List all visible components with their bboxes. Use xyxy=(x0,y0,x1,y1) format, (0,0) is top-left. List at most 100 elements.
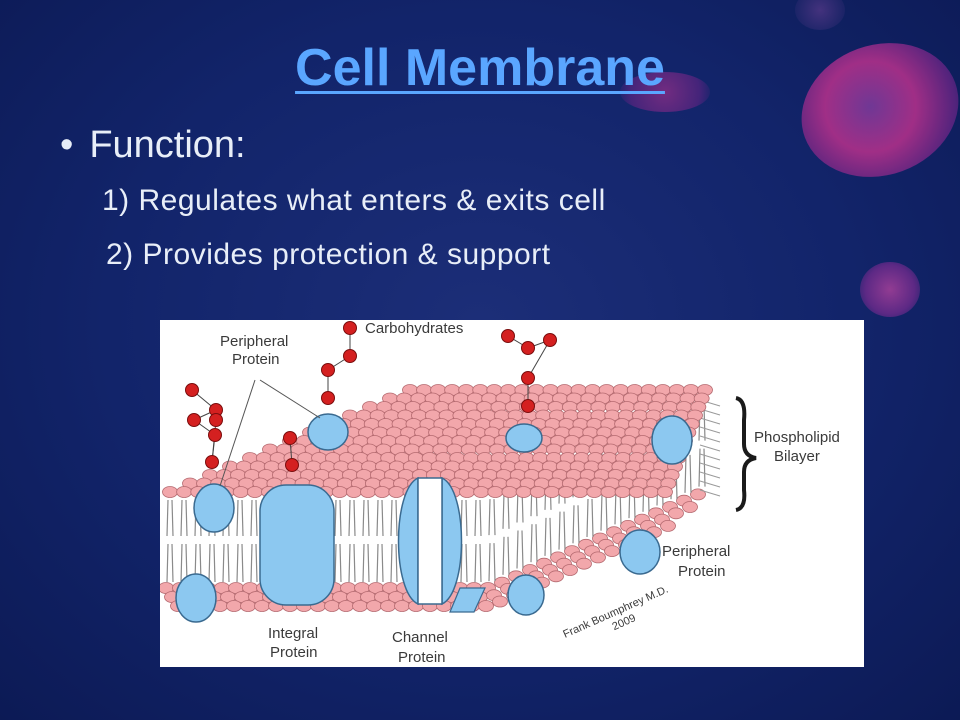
label-integral-protein-line2: Protein xyxy=(270,644,318,661)
phospholipid-tail xyxy=(334,543,337,583)
peripheral-proteins xyxy=(175,413,693,623)
carbohydrate-bead xyxy=(321,391,335,405)
label-channel-protein-line1: Channel xyxy=(392,629,448,646)
phospholipid-tail xyxy=(699,462,721,470)
bullet-text: Function: xyxy=(89,124,246,166)
cell-membrane-diagram: Carbohydrates Peripheral Protein Phospho… xyxy=(160,320,864,667)
phospholipid-head xyxy=(660,519,676,532)
carbohydrate-bead xyxy=(185,383,199,397)
phospholipid-tail xyxy=(684,454,687,493)
phospholipid-tail xyxy=(563,511,566,550)
phospholipid-head xyxy=(331,486,348,498)
phospholipid-head xyxy=(380,600,396,612)
phospholipid-head xyxy=(492,595,508,608)
phospholipid-tail xyxy=(236,543,239,583)
phospholipid-head xyxy=(232,486,249,498)
phospholipid-tail xyxy=(493,499,496,536)
phospholipid-head xyxy=(366,600,382,612)
carbohydrate-bond xyxy=(527,339,551,379)
phospholipid-head xyxy=(657,486,673,498)
decorative-blob xyxy=(620,72,710,112)
carbohydrate-bead xyxy=(343,321,357,335)
phospholipid-head xyxy=(576,557,592,570)
phospholipid-tail xyxy=(185,499,188,537)
phospholipid-tail xyxy=(367,543,370,583)
carbohydrate-bead xyxy=(521,341,535,355)
phospholipid-tail xyxy=(586,498,589,538)
phospholipid-tail xyxy=(698,448,701,487)
phospholipid-tail xyxy=(241,499,244,537)
phospholipid-tail xyxy=(605,492,608,531)
phospholipid-tail xyxy=(381,543,384,583)
phospholipid-tail xyxy=(502,492,505,529)
phospholipid-tail xyxy=(390,543,393,583)
phospholipid-tail xyxy=(213,543,216,583)
phospholipid-head xyxy=(360,486,376,498)
phospholipid-tail xyxy=(166,499,169,537)
carbohydrate-bead xyxy=(205,455,219,469)
label-integral-protein-line1: Integral xyxy=(268,625,318,642)
phospholipid-tail xyxy=(362,499,365,537)
function-point-2: 2) Provides protection & support xyxy=(106,238,551,271)
phospholipid-tail xyxy=(474,543,477,583)
phospholipid-tail xyxy=(236,499,239,537)
phospholipid-tail xyxy=(166,543,169,583)
carbohydrate-bead xyxy=(187,413,201,427)
phospholipid-tail xyxy=(502,536,505,575)
phospholipid-tail xyxy=(488,543,491,582)
phospholipid-head xyxy=(226,600,242,612)
phospholipid-tail xyxy=(339,499,342,537)
membrane-illustration: Carbohydrates Peripheral Protein Phospho… xyxy=(160,320,840,666)
phospholipid-head xyxy=(600,486,617,498)
phospholipid-head xyxy=(590,551,606,564)
phospholipid-tail xyxy=(507,536,510,575)
phospholipid-head xyxy=(628,486,645,498)
carbohydrate-bead xyxy=(501,329,515,343)
phospholipid-head xyxy=(690,488,706,501)
phospholipid-tail xyxy=(699,471,721,479)
phospholipid-tail xyxy=(208,543,211,583)
carbohydrate-chains xyxy=(185,321,557,472)
slide-title: Cell Membrane xyxy=(295,39,665,97)
carbohydrate-bead xyxy=(543,333,557,347)
phospholipid-tail xyxy=(255,499,258,537)
phospholipid-head xyxy=(642,486,659,498)
bullet-dot: • xyxy=(60,124,74,166)
label-peripheral-protein-top-line1: Peripheral xyxy=(220,333,288,350)
phospholipid-tail xyxy=(362,543,365,583)
phospholipid-head xyxy=(614,486,631,498)
phospholipid-tail xyxy=(241,543,244,583)
phospholipid-head xyxy=(543,486,560,498)
label-channel-protein-line2: Protein xyxy=(398,649,446,666)
phospholipid-tail xyxy=(227,543,230,583)
phospholipid-tail xyxy=(521,530,524,569)
phospholipid-tail xyxy=(171,543,174,583)
phospholipid-head xyxy=(478,600,494,612)
phospholipid-head xyxy=(487,486,504,498)
phospholipid-tail xyxy=(339,543,342,583)
phospholipid-tail xyxy=(516,530,519,569)
phospholipid-head xyxy=(604,545,620,558)
label-pointer-lines xyxy=(219,379,321,487)
phospholipid-tail xyxy=(353,543,356,583)
phospholipid-head xyxy=(240,600,256,612)
label-peripheral-protein-right-line2: Protein xyxy=(678,563,726,580)
phospholipid-tail xyxy=(703,448,706,487)
phospholipid-tail xyxy=(549,517,552,556)
phospholipid-tail xyxy=(699,426,721,434)
phospholipid-head xyxy=(352,600,368,612)
phospholipid-head xyxy=(473,486,490,498)
phospholipid-tail xyxy=(507,492,510,529)
phospholipid-tail xyxy=(222,543,225,583)
phospholipid-head xyxy=(548,570,564,583)
decorative-blob xyxy=(860,262,920,317)
carbohydrate-bead xyxy=(285,458,299,472)
phospholipid-head xyxy=(388,486,405,498)
phospholipid-tail xyxy=(376,543,379,583)
phospholipid-tail xyxy=(479,543,482,583)
phospholipid-tail xyxy=(348,543,351,583)
phospholipid-tail xyxy=(493,543,496,582)
phospholipid-tail xyxy=(250,543,253,583)
phospholipid-tail xyxy=(699,489,721,497)
phospholipid-head xyxy=(374,486,391,498)
